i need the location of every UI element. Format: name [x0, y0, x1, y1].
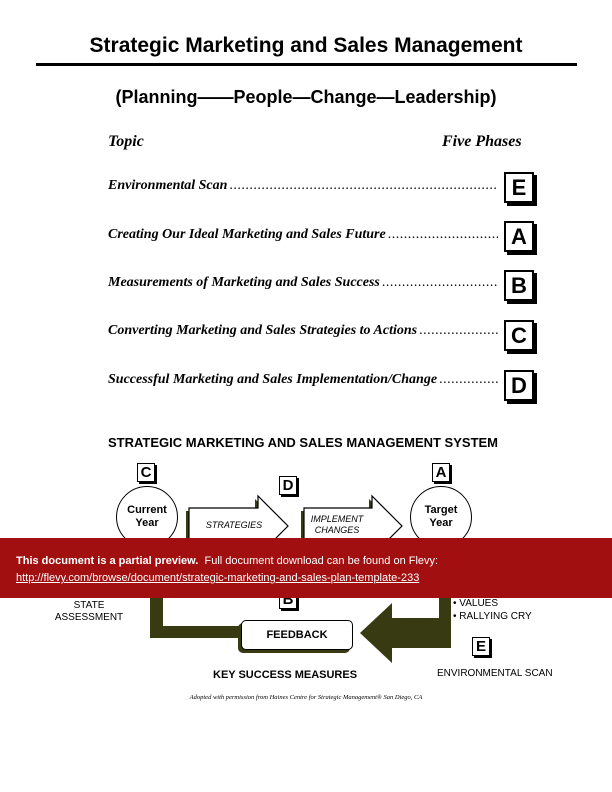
- preview-download-link[interactable]: http://flevy.com/browse/document/strateg…: [16, 572, 420, 584]
- phase-d-box: D: [279, 476, 297, 495]
- topic-header: Topic: [108, 133, 144, 150]
- strategies-label: STRATEGIES: [205, 520, 263, 530]
- implement-changes-label: IMPLEMENT CHANGES: [310, 514, 364, 535]
- topic-row: Environmental Scan: [108, 178, 498, 198]
- values-item: • VALUES: [453, 598, 498, 609]
- rallying-cry-item: • RALLYING CRY: [453, 611, 532, 622]
- phase-letter-box: A: [504, 221, 534, 252]
- environmental-scan-label: ENVIRONMENTAL SCAN: [437, 668, 553, 679]
- topic-row: Successful Marketing and Sales Implement…: [108, 372, 498, 392]
- target-year-label: Target Year: [424, 504, 458, 529]
- feedback-box: FEEDBACK: [241, 620, 353, 650]
- phase-c-box: C: [137, 463, 155, 482]
- feedback-return-arrow: [150, 598, 241, 638]
- state-text: STATE: [73, 600, 105, 611]
- topic-row: Measurements of Marketing and Sales Succ…: [108, 275, 498, 295]
- preview-banner-bold: This document is a partial preview.: [16, 555, 199, 567]
- topic-label: Creating Our Ideal Marketing and Sales F…: [108, 227, 386, 242]
- key-measures-arrow: [360, 598, 451, 663]
- key-success-measures-label: KEY SUCCESS MEASURES: [213, 669, 358, 681]
- topic-label: Converting Marketing and Sales Strategie…: [108, 323, 418, 338]
- phase-letter-box: C: [504, 320, 534, 351]
- current-year-label: Current Year: [127, 504, 167, 529]
- preview-banner-message: This document is a partial preview. Full…: [16, 555, 438, 567]
- page-title: Strategic Marketing and Sales Management: [89, 34, 523, 57]
- topic-row: Converting Marketing and Sales Strategie…: [108, 323, 498, 343]
- attribution-credit: Adopted with permission from Haines Cent…: [189, 694, 423, 701]
- phases-header: Five Phases: [442, 133, 522, 150]
- preview-banner-text: Full document download can be found on F…: [204, 555, 439, 567]
- page-subtitle: (Planning——People—Change—Leadership): [115, 87, 497, 107]
- phase-a-box: A: [432, 463, 450, 482]
- assessment-text: ASSESSMENT: [54, 612, 124, 623]
- title-rule: [36, 63, 577, 66]
- phase-e-box: E: [472, 637, 490, 656]
- phase-letter-box: D: [504, 370, 534, 401]
- topic-label: Environmental Scan: [108, 178, 228, 193]
- preview-banner: This document is a partial preview. Full…: [0, 538, 612, 598]
- topic-row: Creating Our Ideal Marketing and Sales F…: [108, 227, 498, 247]
- phase-letter-box: B: [504, 270, 534, 301]
- topic-label: Successful Marketing and Sales Implement…: [108, 372, 438, 387]
- topic-label: Measurements of Marketing and Sales Succ…: [108, 275, 380, 290]
- system-title: STRATEGIC MARKETING AND SALES MANAGEMENT…: [108, 435, 499, 450]
- phase-letter-box: E: [504, 172, 534, 203]
